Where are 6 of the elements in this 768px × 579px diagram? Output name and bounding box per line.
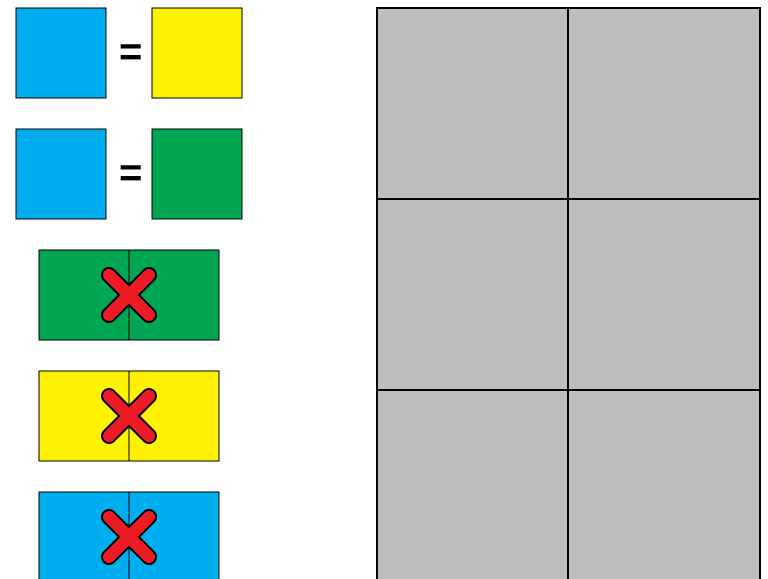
equals-sign: = [119, 32, 142, 72]
color-square [16, 8, 106, 98]
color-square [16, 128, 106, 220]
equals-sign: = [119, 153, 142, 193]
color-square [152, 128, 242, 220]
color-square [152, 8, 242, 98]
